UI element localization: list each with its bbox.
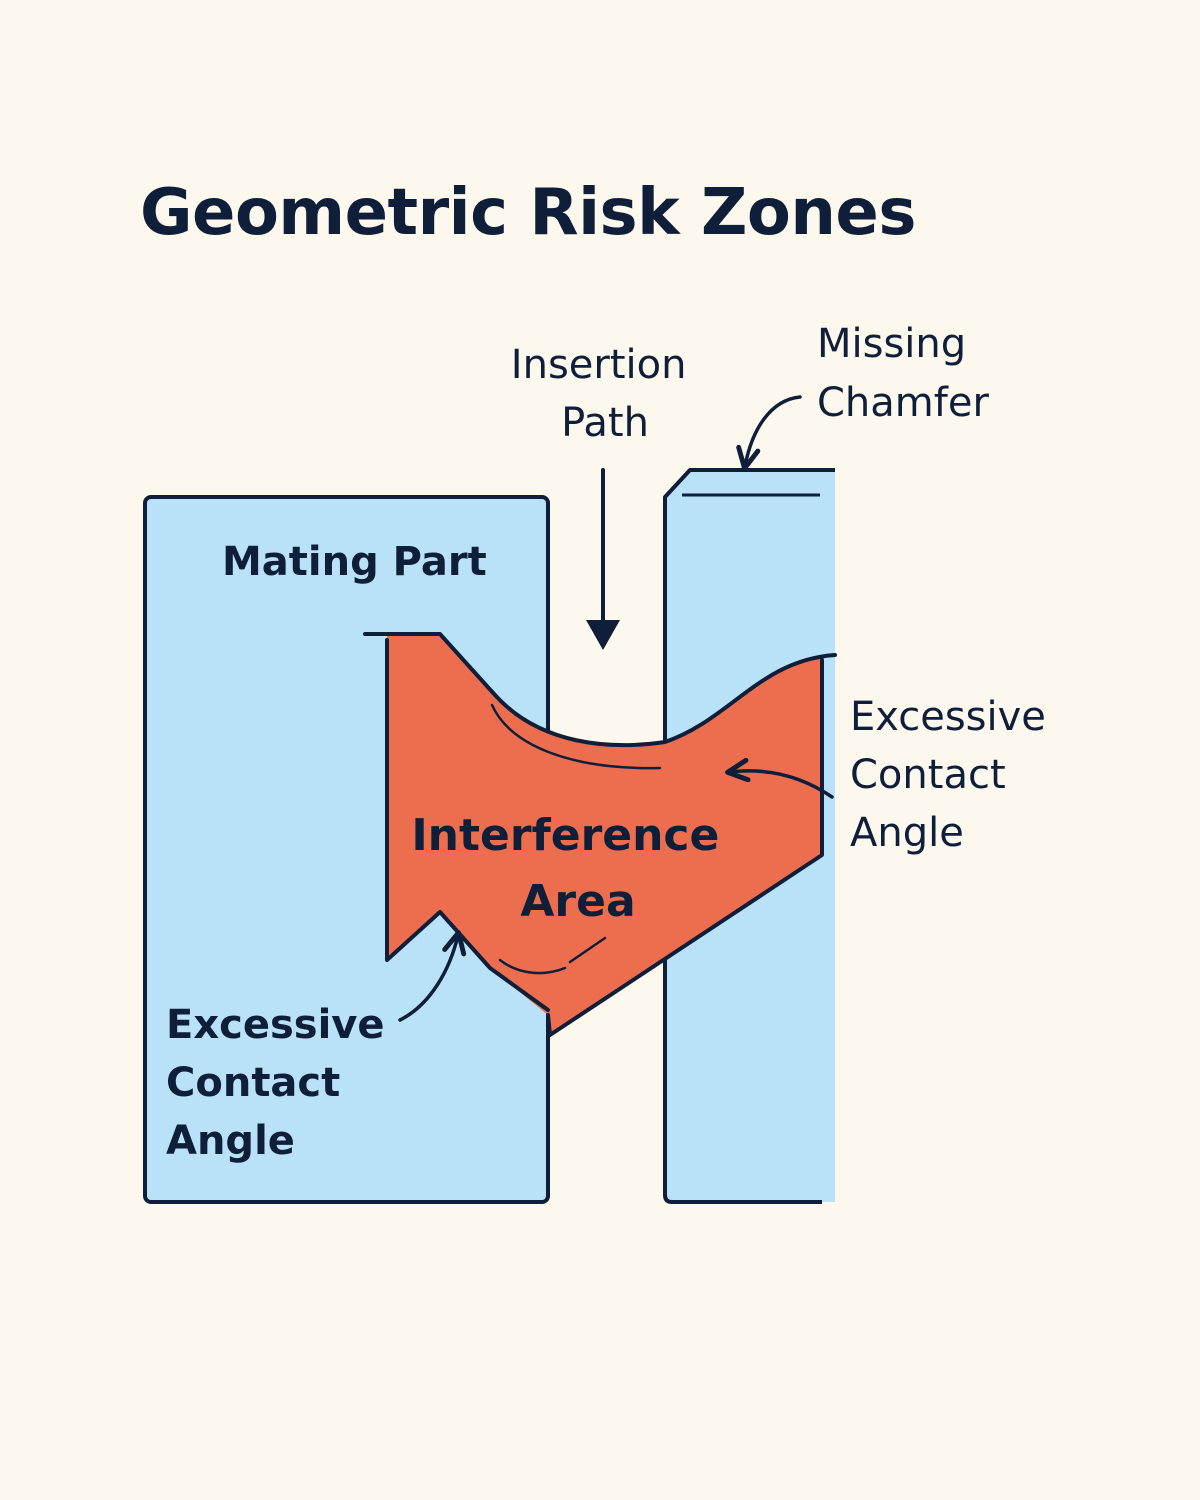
interference-area-outline	[363, 632, 837, 1037]
contact-curve-top	[490, 703, 662, 770]
contact-angle-right-arrow	[725, 757, 834, 799]
missing-chamfer-arrow	[736, 395, 802, 471]
missing-chamfer-label: Missing Chamfer	[817, 321, 989, 426]
contact-curve-bottom-a	[498, 958, 567, 975]
insertion-path-label: Insertion Path	[511, 342, 699, 446]
diagram-title: Geometric Risk Zones	[140, 176, 916, 250]
contact-angle-left-arrow	[398, 930, 467, 1022]
contact-curve-bottom-b	[568, 936, 607, 964]
interference-area-shape	[365, 634, 835, 1035]
insertion-path-arrowhead	[586, 620, 620, 650]
excessive-contact-angle-left-label: Excessive Contact Angle	[166, 1002, 398, 1164]
interference-area-label: Interference Area	[411, 810, 734, 927]
mating-part-label: Mating Part	[222, 539, 487, 585]
excessive-contact-angle-right-label: Excessive Contact Angle	[850, 694, 1059, 856]
right-part-outline	[663, 468, 835, 1204]
